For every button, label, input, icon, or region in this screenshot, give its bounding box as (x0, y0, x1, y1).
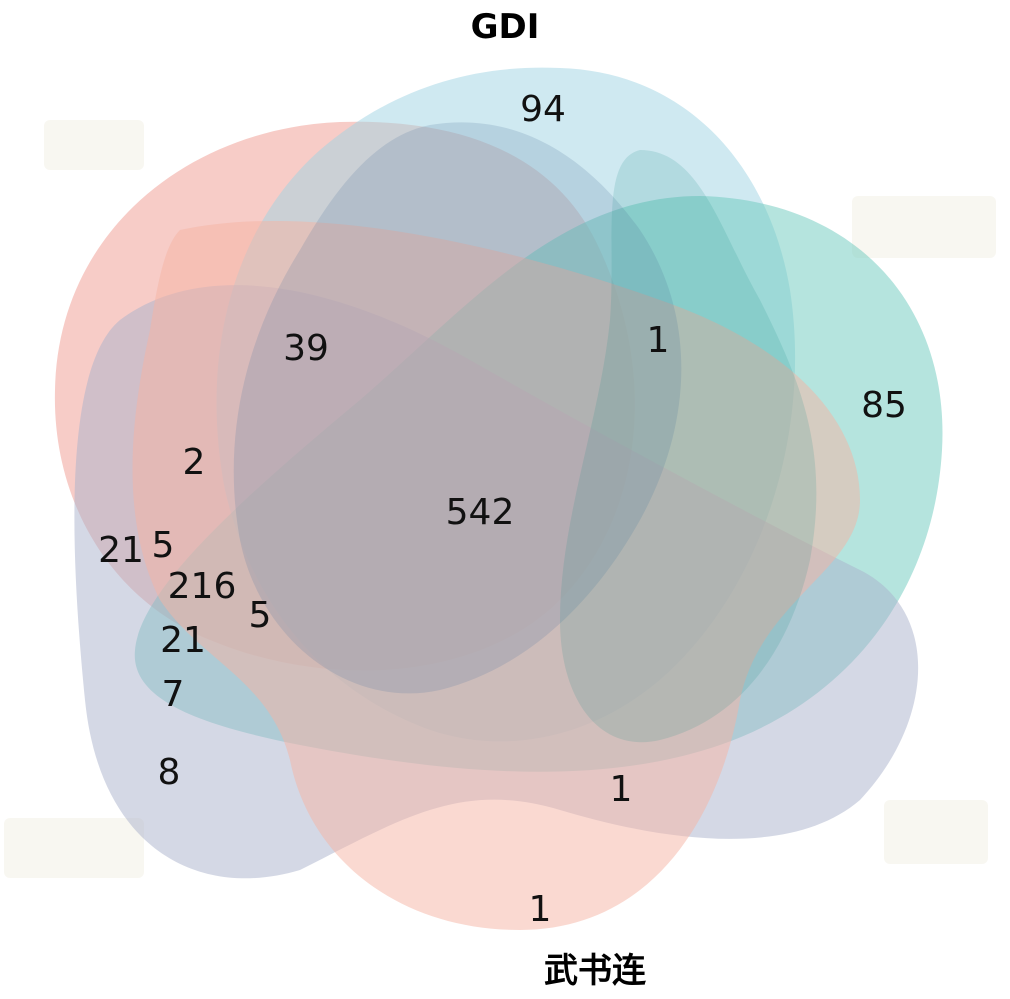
set-title-gdi: GDI (471, 7, 540, 47)
region-count: 21 (160, 620, 206, 661)
region-count: 1 (529, 889, 552, 930)
region-count: 1 (647, 320, 670, 361)
blurred-set-label-teal (852, 196, 996, 258)
set-shape-salmon (132, 220, 860, 930)
region-count: 216 (168, 566, 237, 607)
region-count: 21 (98, 530, 144, 571)
venn-shapes (54, 67, 943, 930)
blurred-set-label-right (884, 800, 988, 864)
region-count: 85 (861, 385, 907, 426)
region-count: 1 (610, 769, 633, 810)
region-count: 2 (183, 442, 206, 483)
set-shape-blue-inner (233, 122, 682, 694)
region-count: 7 (162, 674, 185, 715)
region-count: 5 (152, 525, 175, 566)
set-title-wushulian: 武书连 (544, 951, 647, 991)
blurred-set-label-red (44, 120, 144, 170)
blurred-set-label-slate (4, 818, 144, 878)
region-count: 39 (283, 328, 329, 369)
region-count: 94 (520, 89, 566, 130)
region-count: 8 (158, 752, 181, 793)
set-shape-teal-inner (560, 150, 817, 743)
region-count: 542 (446, 492, 515, 533)
region-count: 5 (249, 595, 272, 636)
